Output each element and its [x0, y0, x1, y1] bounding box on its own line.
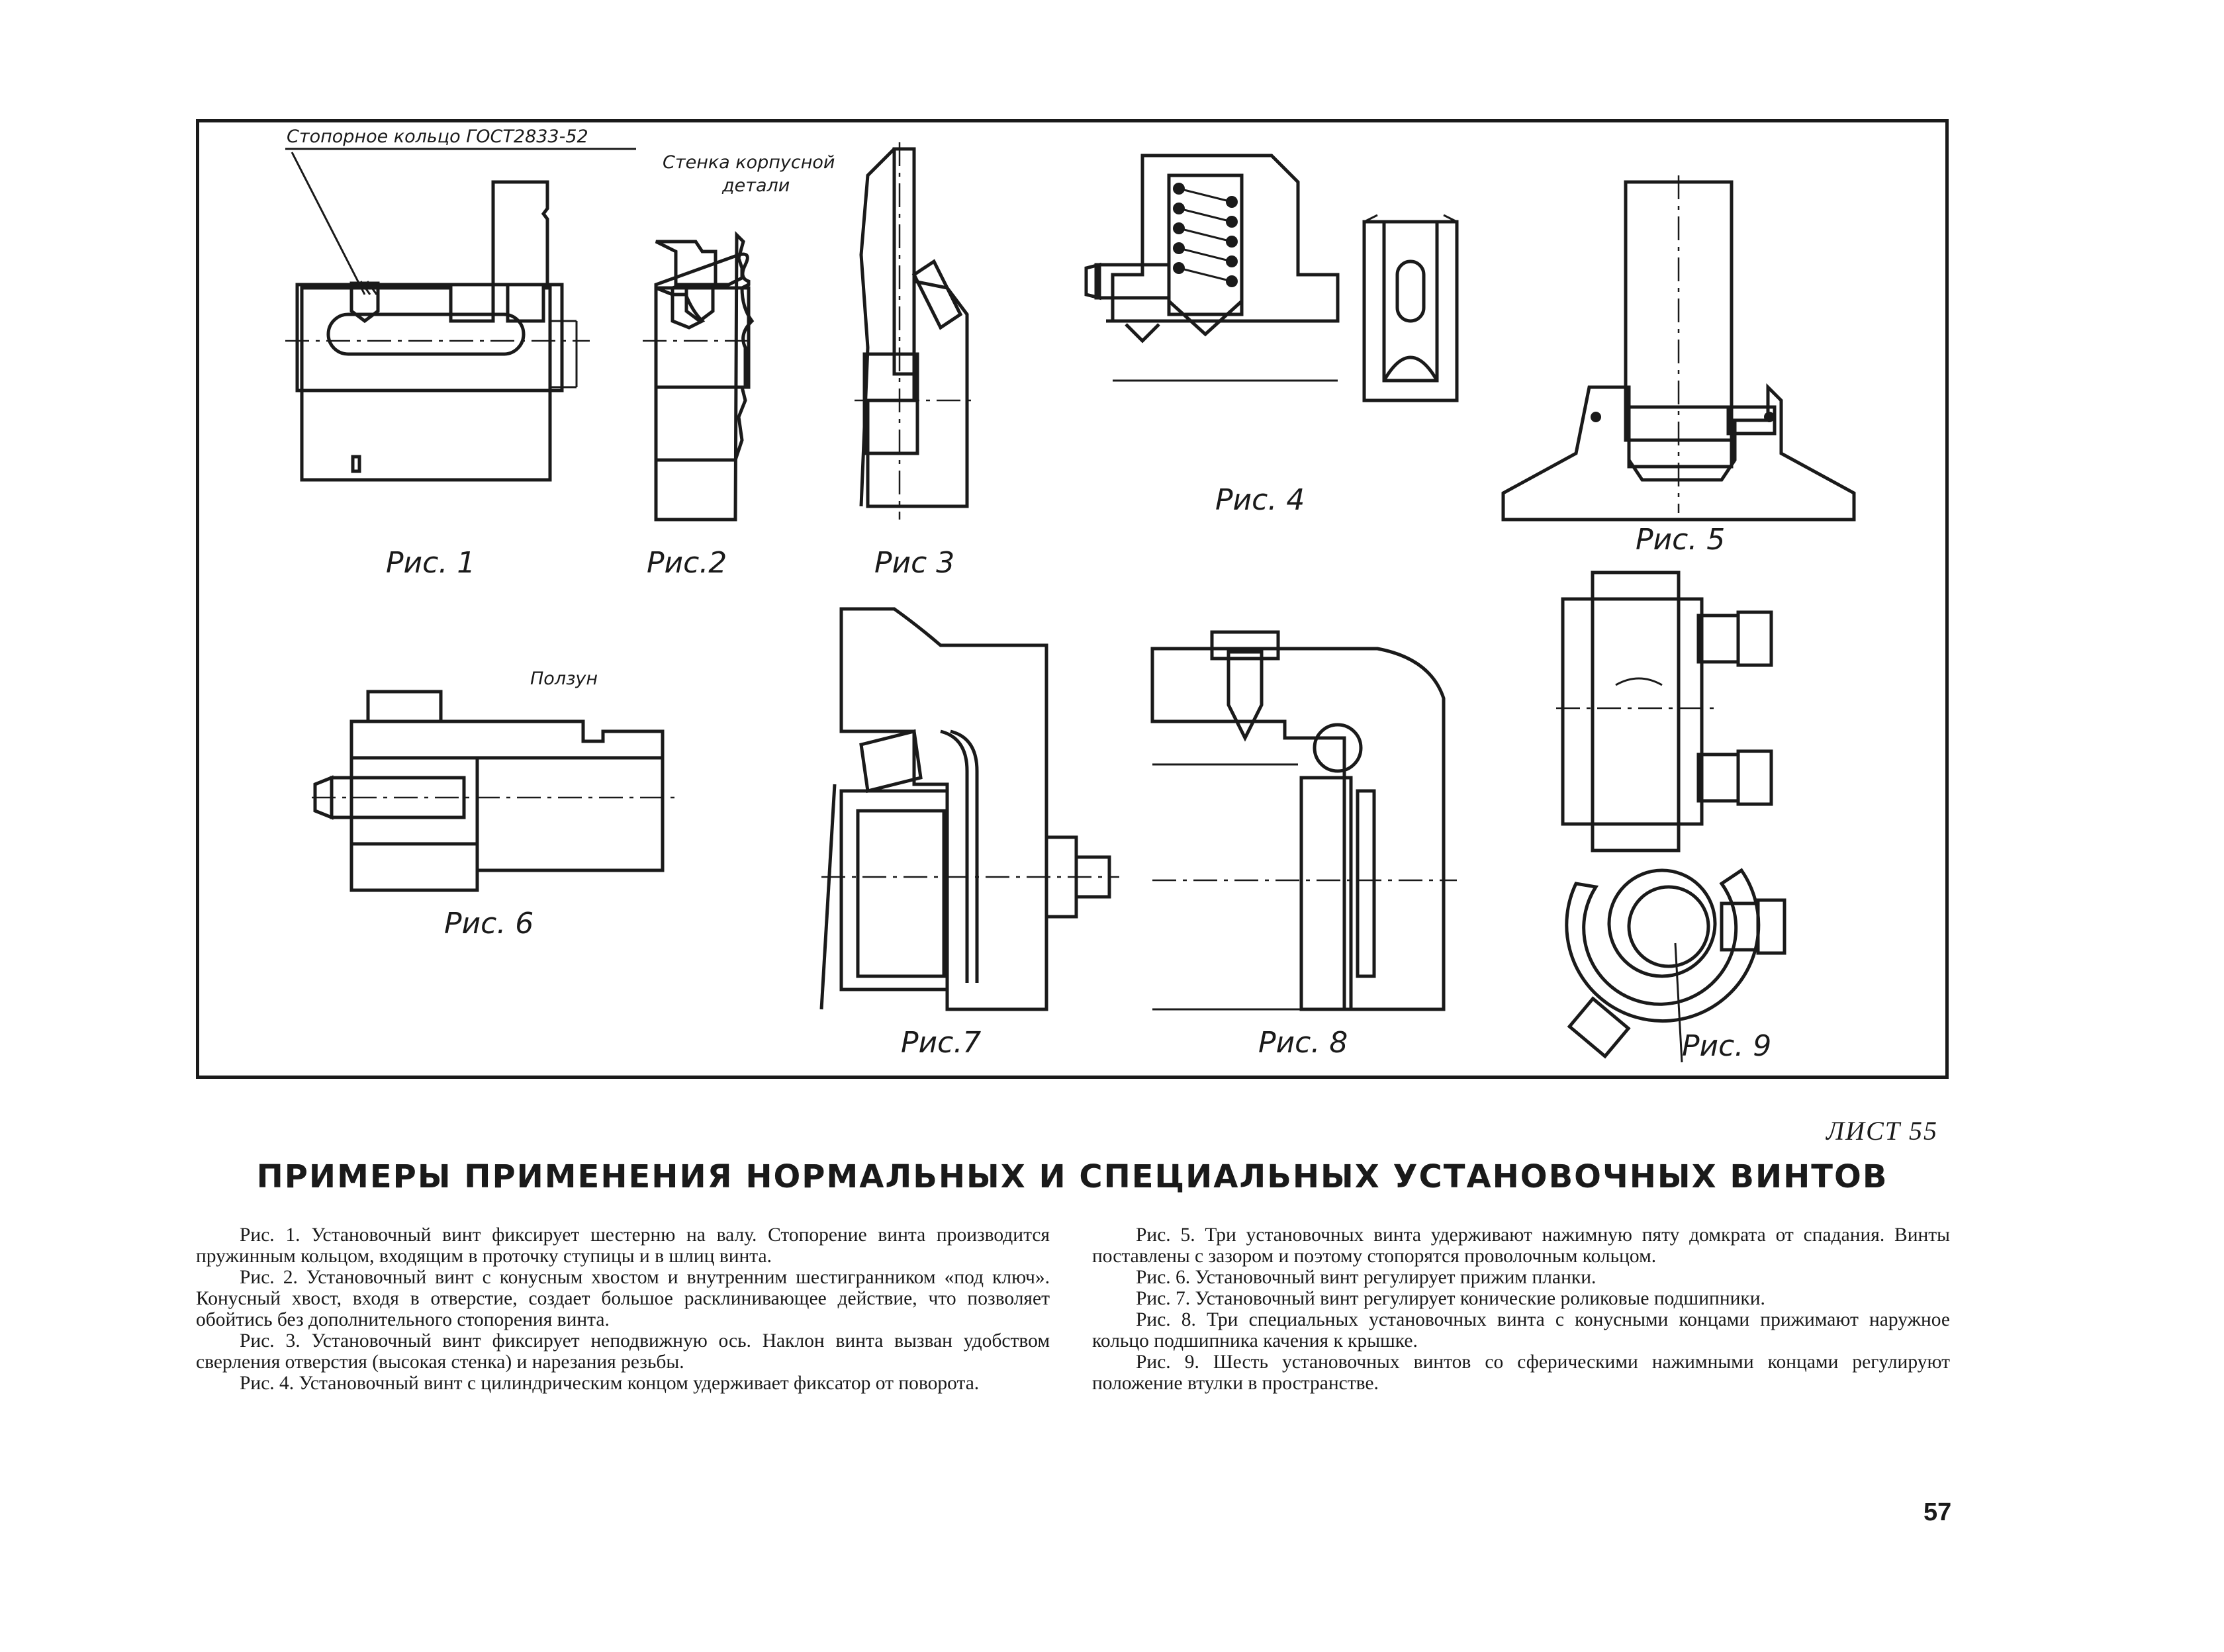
fig1-caption: Рис. 1 [386, 546, 476, 580]
fig3-drawing [855, 142, 974, 520]
paragraph-fig4: Рис. 4. Установочный винт с цилиндрическ… [240, 1373, 980, 1394]
text-column-right: Рис. 5. Три установочных винта удерживаю… [1092, 1224, 1950, 1394]
paragraph-fig8: Рис. 8. Три специальных установочных вин… [1092, 1309, 1950, 1352]
sheet-label: ЛИСТ 55 [1826, 1116, 1938, 1146]
paragraph-fig9: Рис. 9. Шесть установочных винтов со сфе… [1092, 1352, 1950, 1394]
text-column-left: Рис. 1. Установочный винт фиксирует шест… [196, 1224, 1050, 1394]
paragraph-fig5: Рис. 5. Три установочных винта удерживаю… [1092, 1224, 1950, 1267]
fig3-caption: Рис 3 [874, 546, 955, 580]
page-number: 57 [1923, 1498, 1952, 1526]
fig7-caption: Рис.7 [901, 1026, 982, 1060]
paragraph-fig6: Рис. 6. Установочный винт регулирует при… [1136, 1267, 1597, 1288]
fig6-drawing [312, 690, 676, 892]
fig1-drawing [285, 180, 590, 482]
retaining-ring-label: Стопорное кольцо ГОСТ2833-52 [287, 126, 588, 147]
fig2-caption: Рис.2 [647, 546, 727, 580]
fig8-drawing [1150, 630, 1457, 1011]
paragraph-fig3: Рис. 3. Установочный винт фиксирует непо… [196, 1330, 1050, 1373]
housing-wall-label-line2: детали [722, 175, 790, 196]
fig8-caption: Рис. 8 [1258, 1026, 1348, 1060]
fig9-drawing [1556, 571, 1786, 1063]
fig7-drawing [819, 607, 1119, 1011]
fig5-drawing [1501, 175, 1856, 522]
fig6-caption: Рис. 6 [444, 907, 534, 941]
slider-label: Ползун [530, 668, 598, 689]
fig2-drawing [643, 230, 755, 522]
fig4-drawing [1084, 154, 1459, 402]
technical-drawing [285, 142, 1856, 1063]
paragraph-fig1: Рис. 1. Установочный винт фиксирует шест… [196, 1224, 1050, 1267]
housing-wall-label-line1: Стенка корпусной [663, 152, 835, 173]
fig4-spring [1173, 183, 1238, 287]
paragraph-fig7: Рис. 7. Установочный винт регулирует кон… [1136, 1288, 1765, 1309]
paragraph-fig2: Рис. 2. Установочный винт с конусным хво… [196, 1267, 1050, 1330]
drawing-frame: Рис. 1 Рис.2 Рис 3 Рис. 4 Рис. 5 Рис. 6 … [196, 119, 1949, 1079]
page-title: ПРИМЕРЫ ПРИМЕНЕНИЯ НОРМАЛЬНЫХ И СПЕЦИАЛЬ… [256, 1158, 1888, 1195]
fig4-caption: Рис. 4 [1215, 483, 1305, 517]
fig5-caption: Рис. 5 [1636, 523, 1726, 557]
fig9-caption: Рис. 9 [1682, 1029, 1772, 1063]
